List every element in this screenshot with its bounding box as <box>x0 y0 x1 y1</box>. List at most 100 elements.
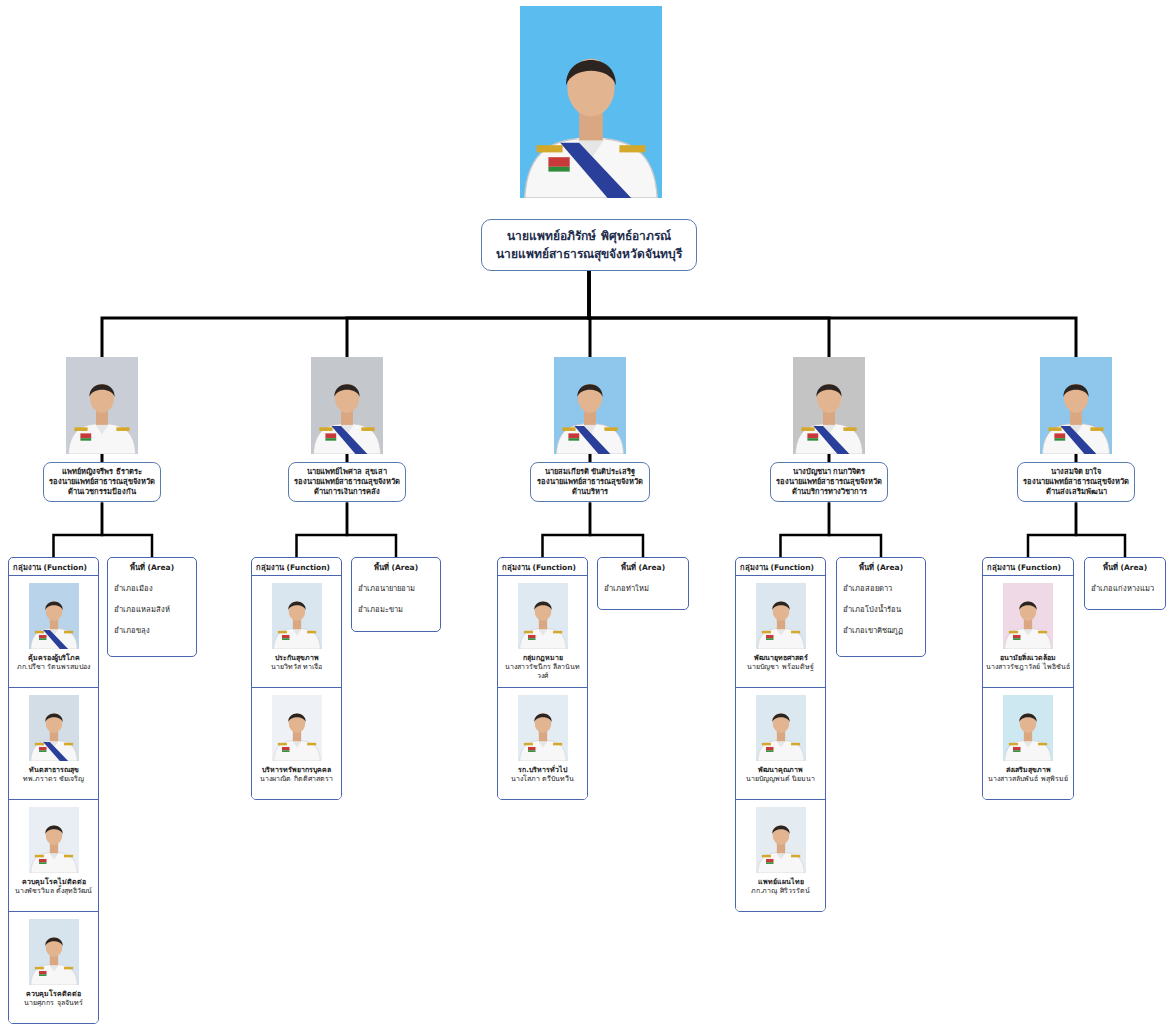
chief-title: นายแพทย์สาธารณสุขจังหวัดจันทบุรี <box>494 245 684 263</box>
staff-name: ทพ.ภราดร ชัยเจริญ <box>23 775 84 784</box>
org-connector <box>1028 502 1076 557</box>
org-connector <box>590 502 643 557</box>
staff-name: นายบัญชา พร้อมดิษฐ์ <box>747 663 813 672</box>
portrait-photo <box>311 357 383 454</box>
staff-name: นางพัชรวิมล ตั้งสุทธิวัฒน์ <box>15 887 92 896</box>
portrait-figure <box>1003 695 1053 761</box>
portrait-photo <box>1003 695 1053 761</box>
area-heading: พื้นที่ (Area) <box>1091 561 1159 573</box>
portrait-photo <box>29 919 79 985</box>
area-heading: พื้นที่ (Area) <box>843 561 919 573</box>
deputy-name: นางสมจิต ยาใจ <box>1023 467 1129 477</box>
unit-name: พัฒนายุทธศาสตร์ <box>754 654 808 663</box>
deputy-box: นายสมเกียรติ ขันติประเสริฐรองนายแพทย์สาธ… <box>530 462 650 502</box>
portrait-figure <box>1003 583 1053 649</box>
portrait-photo <box>756 695 806 761</box>
deputy-title: รองนายแพทย์สาธารณสุขจังหวัด ด้านบริการทา… <box>776 477 882 497</box>
org-connector <box>297 502 348 557</box>
org-connector <box>347 502 396 557</box>
group-heading: กลุ่มงาน (Function) <box>252 558 341 575</box>
unit-cell: ทันตสาธารณสุขทพ.ภราดร ชัยเจริญ <box>9 687 98 799</box>
function-group-box: กลุ่มงาน (Function)ประกันสุขภาพนายวิทวัส… <box>251 557 342 800</box>
staff-name: นางสาวสลับพันธ์ พสุพิรมย์ <box>988 775 1067 784</box>
unit-cell: ประกันสุขภาพนายวิทวัส ทาเจือ <box>252 575 341 687</box>
portrait-photo <box>29 695 79 761</box>
staff-name: นางผาณิต กิตติศาสตรา <box>260 775 332 784</box>
group-heading: กลุ่มงาน (Function) <box>983 558 1073 575</box>
unit-name: ส่งเสริมสุขภาพ <box>1006 766 1051 775</box>
district-name: อำเภอขลุง <box>114 624 190 636</box>
unit-cell: ควบคุมโรคไม่ติดต่อนางพัชรวิมล ตั้งสุทธิว… <box>9 799 98 911</box>
org-connector <box>102 271 589 462</box>
area-box: พื้นที่ (Area)อำเภอท่าใหม่ <box>597 557 689 610</box>
unit-cell: อนามัยสิ่งแวดล้อมนางสาวรัชฎาวัลย์ ไพธิชั… <box>983 575 1073 687</box>
portrait-photo <box>1040 357 1112 454</box>
staff-name: นายวิทวัส ทาเจือ <box>271 663 322 672</box>
deputy-name: นายแพทย์ไพศาล สุขเสา <box>294 467 400 477</box>
deputy-name: นายสมเกียรติ ขันติประเสริฐ <box>536 467 644 477</box>
portrait-photo <box>1003 583 1053 649</box>
deputy-box: นายแพทย์ไพศาล สุขเสารองนายแพทย์สาธารณสุข… <box>288 462 406 502</box>
deputy-title: รองนายแพทย์สาธารณสุขจังหวัด ด้านส่งเสริม… <box>1023 477 1129 497</box>
chief-name: นายแพทย์อภิรักษ์ พิศุทธ์อาภรณ์ <box>494 227 684 245</box>
portrait-figure <box>272 583 322 649</box>
portrait-figure <box>66 357 138 454</box>
unit-name: บริหารทรัพยากรบุคคล <box>262 766 331 775</box>
staff-name: นางสาวรัชนีกร ลีลานันทวงศ์ <box>500 663 585 681</box>
district-name: อำเภอมะขาม <box>358 603 434 615</box>
deputy-title: รองนายแพทย์สาธารณสุขจังหวัด ด้านเวชกรรมป… <box>49 477 155 497</box>
unit-name: รก.บริหารทั่วไป <box>518 766 567 775</box>
deputy-name: แพทย์หญิงจรีพร ธีราตระ <box>49 467 155 477</box>
group-heading: กลุ่มงาน (Function) <box>736 558 825 575</box>
portrait-photo <box>272 695 322 761</box>
portrait-figure <box>1040 357 1112 454</box>
portrait-photo <box>520 6 662 198</box>
portrait-photo <box>29 807 79 873</box>
group-heading: กลุ่มงาน (Function) <box>498 558 587 575</box>
org-connector <box>589 271 1076 462</box>
org-connector <box>829 502 881 557</box>
unit-name: ควบคุมโรคไม่ติดต่อ <box>22 878 86 887</box>
district-name: อำเภอแหลมสิงห์ <box>114 603 190 615</box>
area-box: พื้นที่ (Area)อำเภอเมืองอำเภอแหลมสิงห์อำ… <box>107 557 197 657</box>
portrait-photo <box>29 583 79 649</box>
staff-name: นางโสภา ตรีบันทวีน <box>511 775 574 784</box>
portrait-photo <box>518 695 568 761</box>
portrait-figure <box>793 357 865 454</box>
function-group-box: กลุ่มงาน (Function)อนามัยสิ่งแวดล้อมนางส… <box>982 557 1074 800</box>
group-heading: กลุ่มงาน (Function) <box>9 558 98 575</box>
unit-cell: พัฒนายุทธศาสตร์นายบัญชา พร้อมดิษฐ์ <box>736 575 825 687</box>
portrait-photo <box>756 583 806 649</box>
portrait-figure <box>29 919 79 985</box>
portrait-figure <box>29 807 79 873</box>
unit-name: แพทย์แผนไทย <box>758 878 804 887</box>
org-connector <box>54 502 103 557</box>
portrait-photo <box>518 583 568 649</box>
unit-cell: คุ้มครองผู้บริโภคภก.ปรีชา รัตนพรสมปอง <box>9 575 98 687</box>
unit-name: กลุ่มกฎหมาย <box>523 654 563 663</box>
staff-name: นายบัญญพนต์ นิยมนา <box>746 775 815 784</box>
portrait-figure <box>518 583 568 649</box>
deputy-box: นางสมจิต ยาใจรองนายแพทย์สาธารณสุขจังหวัด… <box>1017 462 1135 502</box>
portrait-figure <box>518 695 568 761</box>
staff-name: นายศุภกร จุลจันทร์ <box>24 999 82 1008</box>
deputy-name: นางบัญชนา กนกวิจิตร <box>776 467 882 477</box>
unit-cell: แพทย์แผนไทยภก.ภาณุ ศิริวรรัตน์ <box>736 799 825 911</box>
unit-cell: รก.บริหารทั่วไปนางโสภา ตรีบันทวีน <box>498 687 587 799</box>
org-connector <box>1076 502 1125 557</box>
unit-name: ประกันสุขภาพ <box>275 654 319 663</box>
area-heading: พื้นที่ (Area) <box>358 561 434 573</box>
function-group-box: กลุ่มงาน (Function)พัฒนายุทธศาสตร์นายบัญ… <box>735 557 826 912</box>
unit-cell: กลุ่มกฎหมายนางสาวรัชนีกร ลีลานันทวงศ์ <box>498 575 587 687</box>
unit-name: คุ้มครองผู้บริโภค <box>28 654 80 663</box>
org-connector <box>347 271 589 462</box>
function-group-box: กลุ่มงาน (Function)กลุ่มกฎหมายนางสาวรัชน… <box>497 557 588 800</box>
unit-cell: พัฒนาคุณภาพนายบัญญพนต์ นิยมนา <box>736 687 825 799</box>
unit-name: ทันตสาธารณสุข <box>29 766 79 775</box>
portrait-photo <box>66 357 138 454</box>
district-name: อำเภอเมือง <box>114 582 190 594</box>
chief-box: นายแพทย์อภิรักษ์ พิศุทธ์อาภรณ์นายแพทย์สา… <box>481 219 697 271</box>
deputy-title: รองนายแพทย์สาธารณสุขจังหวัด ด้านบริหาร <box>536 477 644 497</box>
area-box: พื้นที่ (Area)อำเภอนายายอามอำเภอมะขาม <box>351 557 441 632</box>
